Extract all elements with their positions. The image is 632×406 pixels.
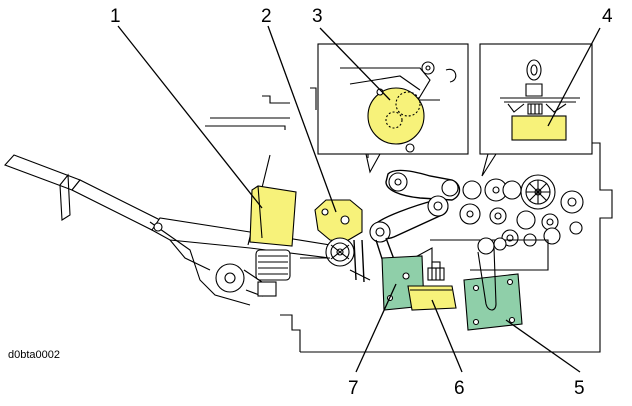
callout-3: 3	[312, 6, 323, 27]
callout-5: 5	[574, 378, 585, 399]
leader-line-2	[267, 25, 337, 213]
roller-left-large	[325, 237, 371, 283]
spoked-wheel-right	[502, 174, 584, 214]
inset-detail-4	[479, 43, 593, 177]
feed-tray	[4, 87, 331, 306]
belt-drive-upper	[385, 169, 508, 202]
leader-line-7	[355, 283, 397, 373]
callout-7: 7	[348, 378, 359, 399]
component-5-green	[463, 237, 523, 331]
leader-line-3	[319, 27, 391, 101]
callout-labels: 1 2 3 4 5 6 7	[110, 6, 613, 399]
pinion-6	[427, 261, 445, 281]
component-1-yellow	[249, 185, 297, 247]
leader-lines	[117, 25, 601, 373]
leader-line-4	[547, 27, 601, 127]
component-6-yellow	[407, 285, 457, 311]
callout-6: 6	[454, 378, 465, 399]
belt-drive-middle	[369, 195, 449, 291]
component-2-yellow	[314, 199, 363, 243]
callout-1: 1	[110, 6, 121, 27]
callout-4: 4	[602, 6, 613, 27]
callout-2: 2	[261, 6, 272, 27]
inset-detail-3	[317, 43, 469, 174]
leader-line-6	[431, 299, 463, 373]
gear-assembly-lower-left	[215, 249, 291, 297]
leader-line-1	[117, 25, 263, 209]
leader-line-5	[505, 319, 581, 373]
figure-code: d0bta0002	[8, 349, 60, 361]
